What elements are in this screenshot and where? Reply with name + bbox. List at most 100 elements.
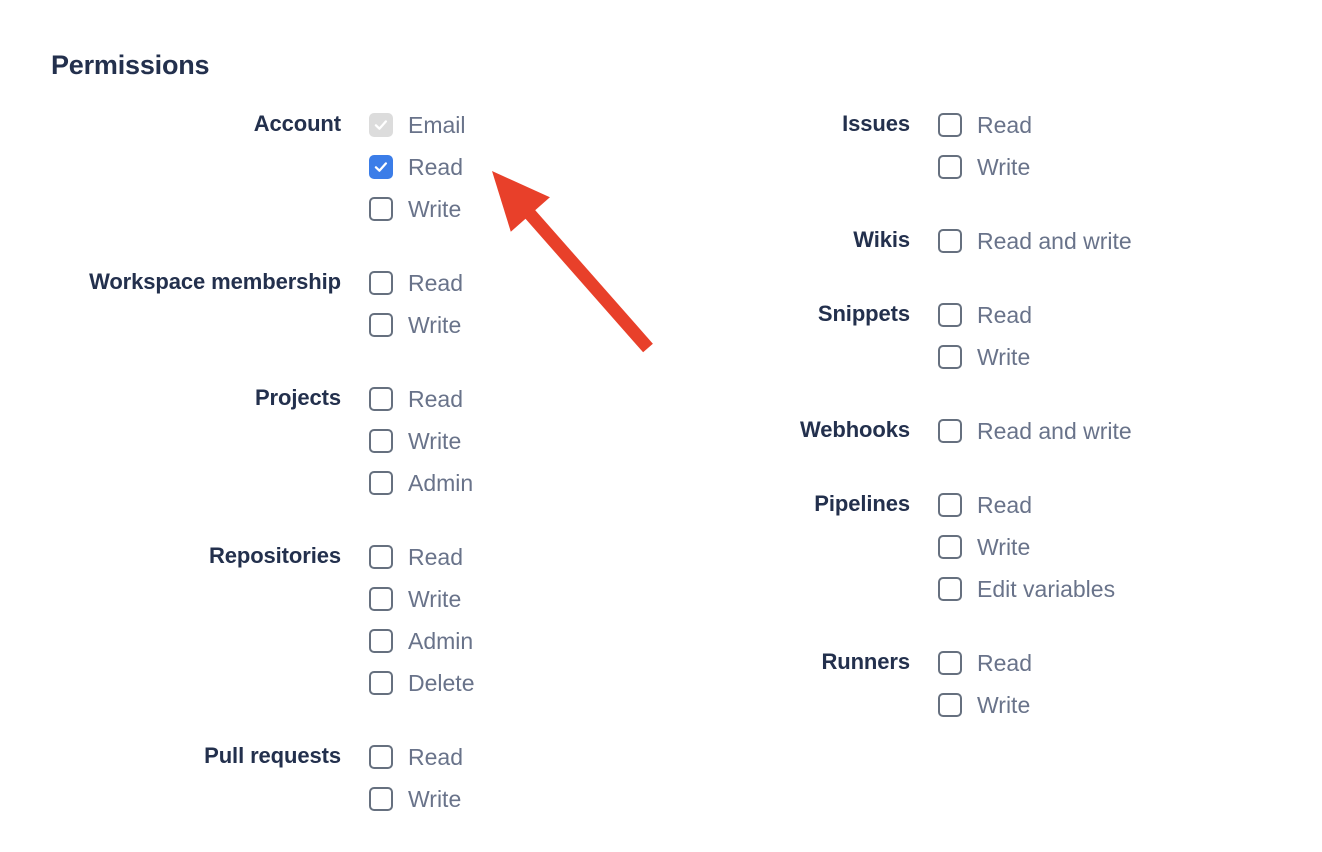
permission-option-label: Read bbox=[408, 270, 463, 296]
checkbox-workspace-membership-write-icon[interactable] bbox=[369, 313, 393, 337]
permission-option-label: Read bbox=[408, 386, 463, 412]
permission-option-label: Read bbox=[408, 544, 463, 570]
permission-option-pipelines-read[interactable]: Read bbox=[938, 484, 1115, 526]
permission-option-snippets-write[interactable]: Write bbox=[938, 336, 1032, 378]
checkbox-account-email-icon bbox=[369, 113, 393, 137]
permission-option-label: Write bbox=[408, 786, 462, 812]
permission-group-wikis: Wikis Read and write bbox=[660, 220, 1322, 262]
permission-option-repositories-admin[interactable]: Admin bbox=[369, 620, 474, 662]
permission-option-projects-read[interactable]: Read bbox=[369, 378, 473, 420]
permission-option-label: Write bbox=[977, 154, 1031, 180]
checkbox-issues-write-icon[interactable] bbox=[938, 155, 962, 179]
permission-option-runners-read[interactable]: Read bbox=[938, 642, 1032, 684]
permission-option-repositories-write[interactable]: Write bbox=[369, 578, 474, 620]
permission-group-label: Account bbox=[253, 111, 341, 136]
permission-option-repositories-delete[interactable]: Delete bbox=[369, 662, 474, 704]
permission-option-label: Read and write bbox=[977, 418, 1132, 444]
checkbox-workspace-membership-read-icon[interactable] bbox=[369, 271, 393, 295]
checkbox-repositories-delete-icon[interactable] bbox=[369, 671, 393, 695]
checkbox-wikis-read-and-write-icon[interactable] bbox=[938, 229, 962, 253]
permission-option-projects-admin[interactable]: Admin bbox=[369, 462, 473, 504]
permission-option-label: Write bbox=[977, 534, 1031, 560]
permission-option-account-write[interactable]: Write bbox=[369, 188, 466, 230]
permission-option-workspace-membership-write[interactable]: Write bbox=[369, 304, 463, 346]
checkbox-webhooks-read-and-write-icon[interactable] bbox=[938, 419, 962, 443]
permission-option-label: Admin bbox=[408, 470, 474, 496]
permission-option-label: Read bbox=[408, 744, 463, 770]
checkbox-snippets-read-icon[interactable] bbox=[938, 303, 962, 327]
checkbox-repositories-read-icon[interactable] bbox=[369, 545, 393, 569]
checkbox-projects-read-icon[interactable] bbox=[369, 387, 393, 411]
checkbox-pull-requests-write-icon[interactable] bbox=[369, 787, 393, 811]
permission-option-label: Write bbox=[977, 344, 1031, 370]
permission-option-wikis-read-and-write[interactable]: Read and write bbox=[938, 220, 1132, 262]
permission-option-issues-write[interactable]: Write bbox=[938, 146, 1032, 188]
permission-option-label: Email bbox=[408, 112, 466, 138]
checkbox-projects-write-icon[interactable] bbox=[369, 429, 393, 453]
permission-option-runners-write[interactable]: Write bbox=[938, 684, 1032, 726]
permission-option-label: Write bbox=[408, 586, 462, 612]
permission-option-label: Read bbox=[977, 650, 1032, 676]
permission-options: Read and write bbox=[910, 410, 1132, 452]
checkbox-projects-admin-icon[interactable] bbox=[369, 471, 393, 495]
permission-options: Read and write bbox=[910, 220, 1132, 262]
permission-option-pipelines-write[interactable]: Write bbox=[938, 526, 1115, 568]
checkbox-account-read-icon[interactable] bbox=[369, 155, 393, 179]
checkbox-pull-requests-read-icon[interactable] bbox=[369, 745, 393, 769]
checkbox-pipelines-read-icon[interactable] bbox=[938, 493, 962, 517]
permission-group-label: Repositories bbox=[208, 543, 341, 568]
permission-option-pull-requests-read[interactable]: Read bbox=[369, 736, 463, 778]
permission-option-label: Admin bbox=[408, 628, 474, 654]
permission-option-label: Read bbox=[408, 154, 463, 180]
permission-option-label: Write bbox=[408, 428, 462, 454]
permission-group-label: Projects bbox=[254, 385, 341, 410]
permission-group-label: Workspace membership bbox=[89, 269, 341, 294]
permission-option-repositories-read[interactable]: Read bbox=[369, 536, 474, 578]
permission-option-pipelines-edit-variables[interactable]: Edit variables bbox=[938, 568, 1115, 610]
permission-option-workspace-membership-read[interactable]: Read bbox=[369, 262, 463, 304]
permission-option-label: Edit variables bbox=[977, 576, 1116, 602]
permission-option-account-read[interactable]: Read bbox=[369, 146, 466, 188]
checkbox-repositories-admin-icon[interactable] bbox=[369, 629, 393, 653]
checkbox-pipelines-write-icon[interactable] bbox=[938, 535, 962, 559]
checkbox-account-write-icon[interactable] bbox=[369, 197, 393, 221]
permission-option-label: Read bbox=[977, 302, 1032, 328]
checkbox-pipelines-edit-variables-icon[interactable] bbox=[938, 577, 962, 601]
permission-group-label: Issues bbox=[842, 111, 910, 136]
permission-group-webhooks: Webhooks Read and write bbox=[660, 410, 1322, 452]
permission-group-label: Snippets bbox=[817, 301, 910, 326]
permission-option-label: Write bbox=[408, 196, 462, 222]
permission-option-webhooks-read-and-write[interactable]: Read and write bbox=[938, 410, 1132, 452]
checkbox-runners-read-icon[interactable] bbox=[938, 651, 962, 675]
permission-option-label: Write bbox=[977, 692, 1031, 718]
permission-group-label: Runners bbox=[821, 649, 910, 674]
permission-option-snippets-read[interactable]: Read bbox=[938, 294, 1032, 336]
checkbox-repositories-write-icon[interactable] bbox=[369, 587, 393, 611]
permission-group-label: Wikis bbox=[853, 227, 910, 252]
checkbox-snippets-write-icon[interactable] bbox=[938, 345, 962, 369]
permission-option-account-email[interactable]: Email bbox=[369, 104, 466, 146]
checkbox-issues-read-icon[interactable] bbox=[938, 113, 962, 137]
checkbox-runners-write-icon[interactable] bbox=[938, 693, 962, 717]
permission-option-issues-read[interactable]: Read bbox=[938, 104, 1032, 146]
permission-group-label: Webhooks bbox=[799, 417, 910, 442]
permission-group-label: Pipelines bbox=[814, 491, 910, 516]
permission-option-projects-write[interactable]: Write bbox=[369, 420, 473, 462]
permission-option-pull-requests-write[interactable]: Write bbox=[369, 778, 463, 820]
